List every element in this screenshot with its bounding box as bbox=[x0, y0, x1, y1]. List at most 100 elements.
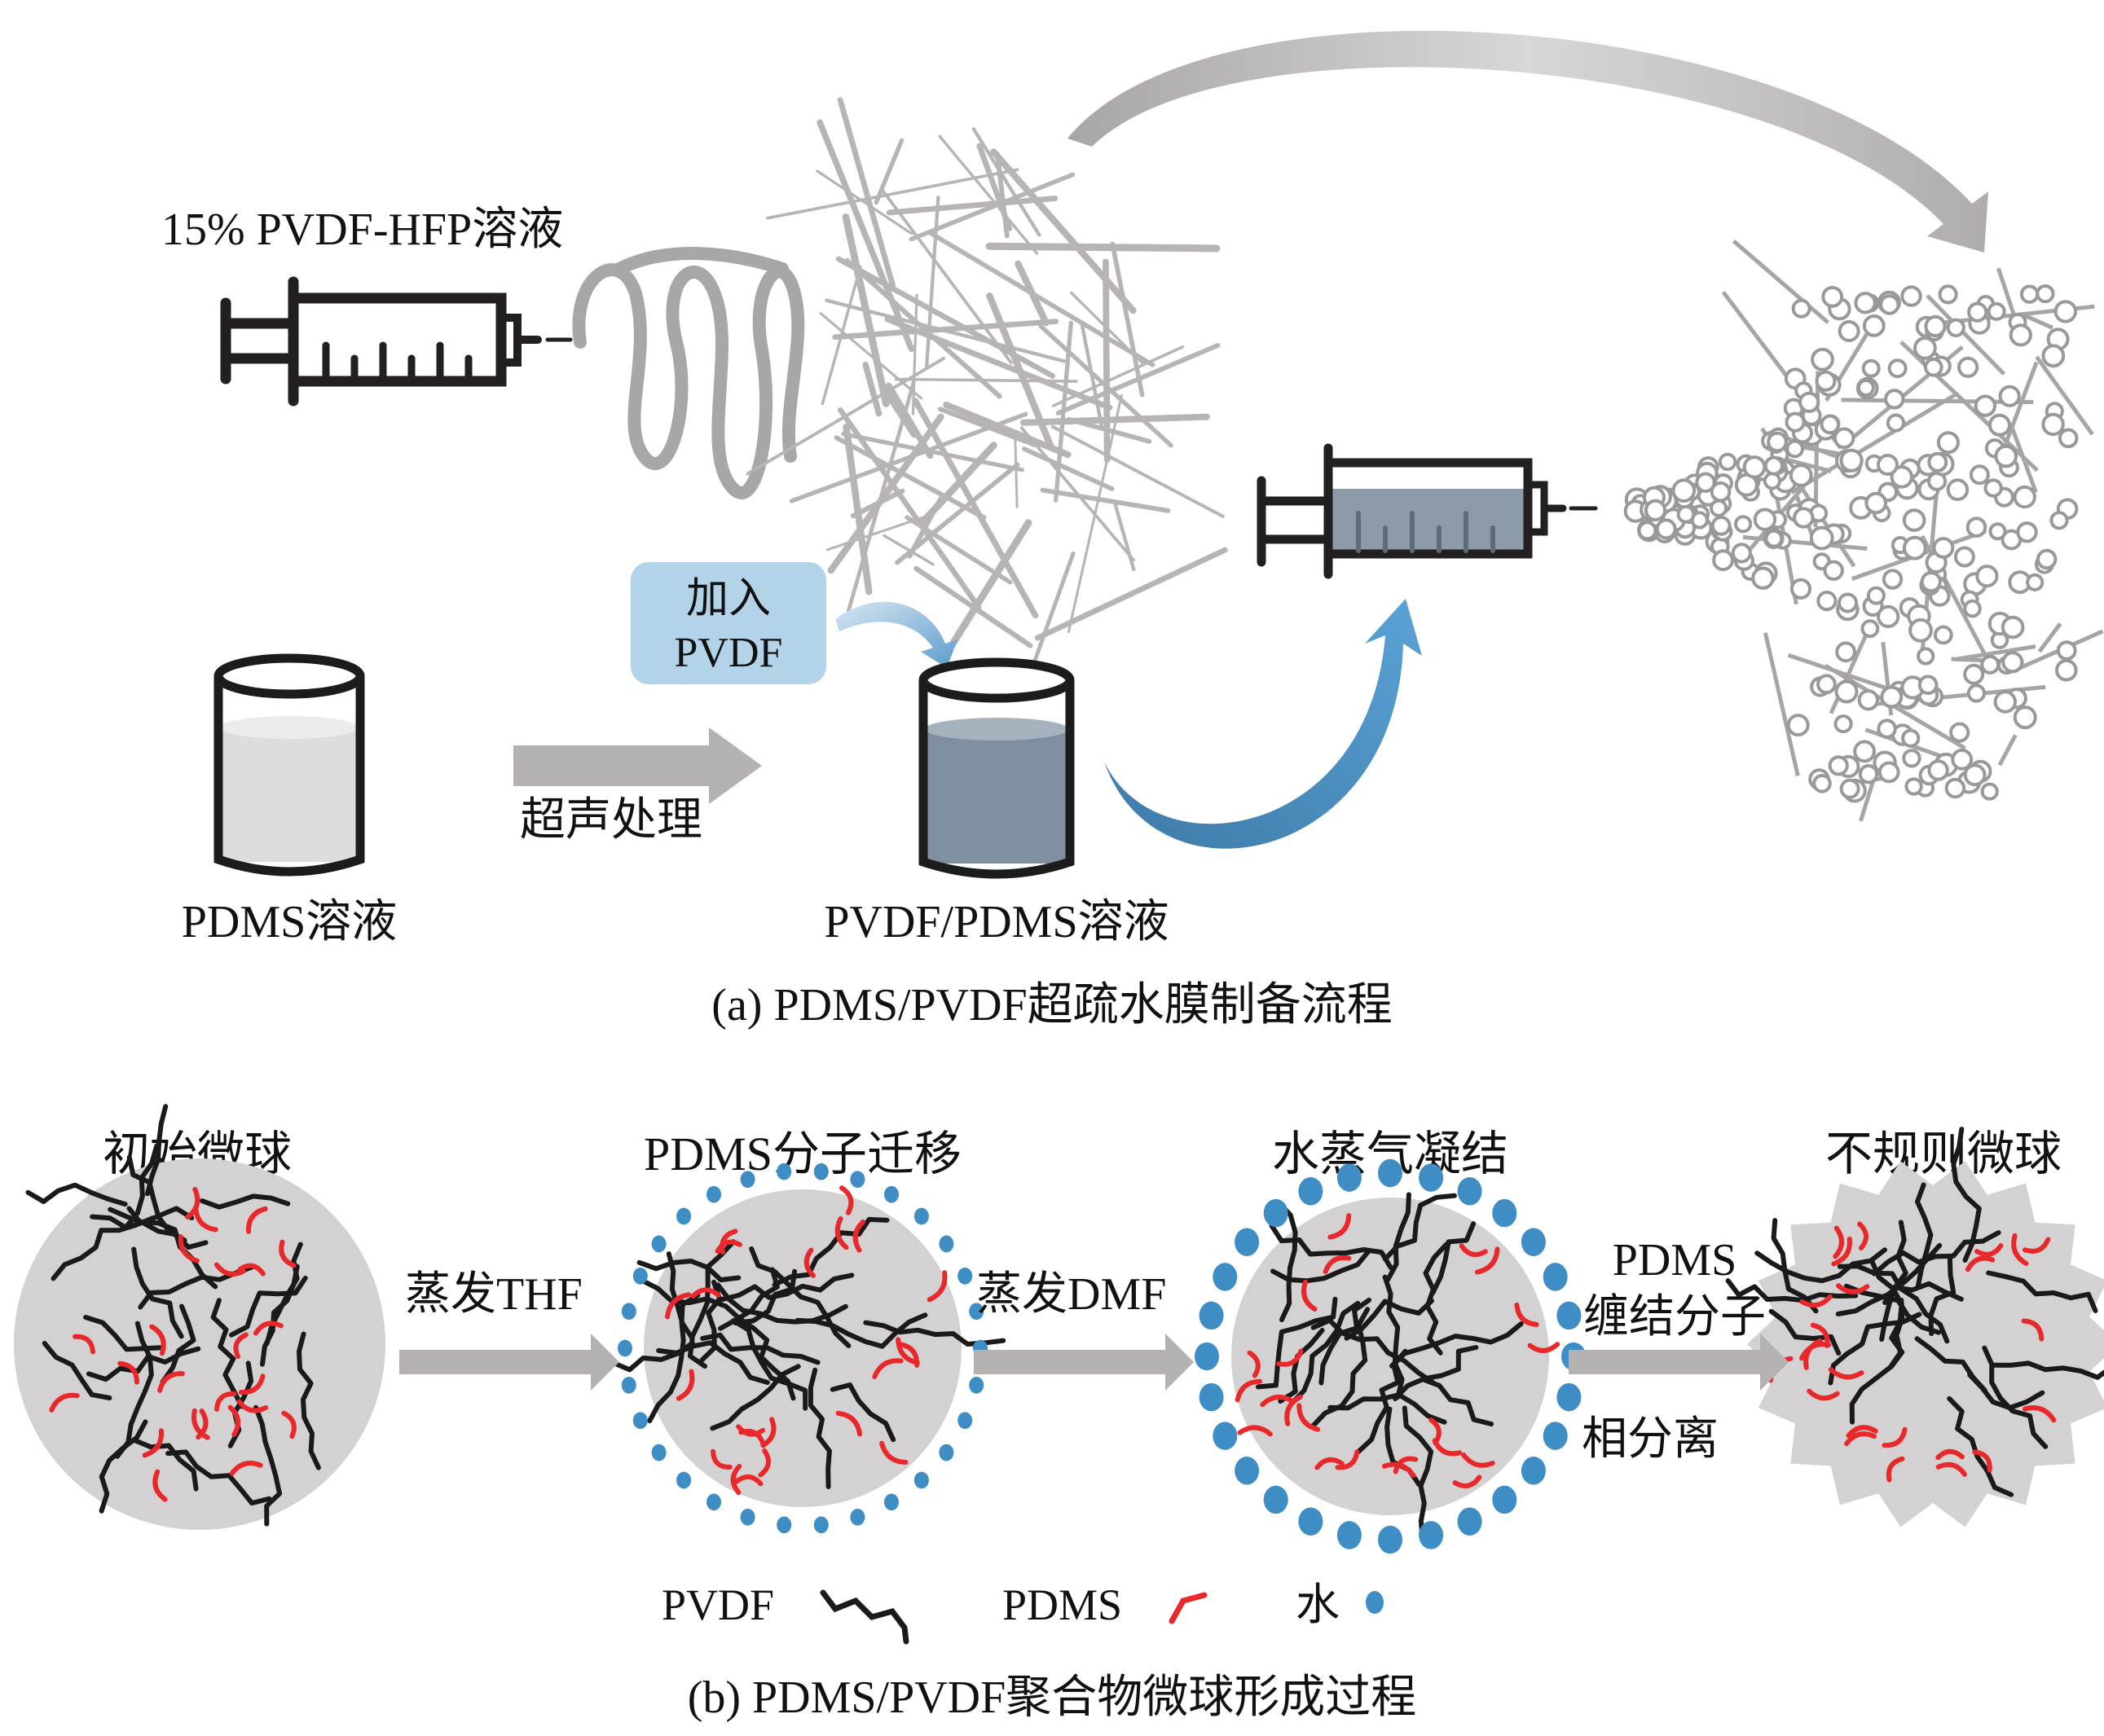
water-droplet bbox=[1235, 1457, 1260, 1485]
pdms-chain bbox=[117, 1360, 139, 1385]
add-pvdf-box: 加入 PVDF bbox=[631, 562, 826, 684]
stage-title-2: PDMS分子迁移 bbox=[644, 1127, 962, 1180]
arrow-label-pdms: PDMS bbox=[1613, 1235, 1737, 1286]
water-droplet bbox=[1195, 1342, 1219, 1371]
microsphere bbox=[1828, 755, 1849, 776]
pdms-chain bbox=[852, 1219, 866, 1253]
water-droplet bbox=[1556, 1382, 1582, 1412]
pdms-chain bbox=[213, 1262, 246, 1277]
water-droplet bbox=[969, 1303, 984, 1321]
pdms-chain bbox=[1935, 1461, 1967, 1477]
water-droplet bbox=[1298, 1177, 1323, 1206]
microsphere bbox=[1833, 427, 1855, 450]
microsphere bbox=[1975, 565, 1999, 588]
fiber-strand bbox=[918, 442, 997, 526]
initial-microsphere bbox=[14, 1104, 385, 1530]
water-droplet bbox=[1521, 1228, 1546, 1256]
microsphere bbox=[1821, 286, 1844, 308]
pvdf-chain bbox=[1393, 1345, 1479, 1402]
pvdf-chain bbox=[1947, 1395, 2014, 1497]
microsphere bbox=[2016, 521, 2038, 543]
water-droplet bbox=[1213, 1263, 1238, 1291]
pvdf-chain bbox=[1389, 1321, 1524, 1369]
pdms-chain bbox=[233, 1332, 249, 1360]
fiber-strand bbox=[789, 411, 1028, 503]
microsphere bbox=[1710, 499, 1728, 517]
microsphere bbox=[2009, 323, 2032, 347]
fiber-strand bbox=[2035, 355, 2094, 436]
pvdf-chain bbox=[1928, 1254, 1957, 1337]
microsphere bbox=[1998, 385, 2021, 407]
microsphere bbox=[1951, 748, 1974, 771]
pdms-chain bbox=[245, 1206, 268, 1234]
pdms-chain bbox=[1935, 1448, 1965, 1461]
water-droplet bbox=[1235, 1228, 1260, 1256]
fiber-strand bbox=[881, 385, 918, 438]
water-droplet bbox=[884, 1493, 899, 1511]
vapor-condensation-microsphere bbox=[1195, 1158, 1586, 1554]
pdms-chain bbox=[1886, 1456, 1905, 1483]
pvdf-chain bbox=[808, 1367, 832, 1489]
pdms-chain bbox=[872, 1358, 904, 1379]
microsphere bbox=[1838, 320, 1860, 342]
microsphere bbox=[2013, 485, 2036, 509]
water-droplet bbox=[1213, 1422, 1238, 1450]
beaker1-label: PDMS溶液 bbox=[182, 897, 398, 947]
microsphere bbox=[1864, 491, 1887, 515]
microsphere bbox=[1917, 647, 1935, 666]
fiber-strand bbox=[874, 138, 905, 205]
pdms-chain bbox=[1461, 1453, 1495, 1468]
fiber-strand bbox=[943, 401, 1072, 459]
microsphere bbox=[1879, 294, 1900, 315]
fiber-strand bbox=[842, 213, 890, 407]
fiber-strand bbox=[834, 435, 987, 521]
pvdf-chain bbox=[131, 1246, 184, 1339]
legend-label-water: 水 bbox=[1296, 1580, 1340, 1629]
pvdf-chain bbox=[90, 1214, 209, 1250]
pvdf-chain bbox=[636, 1259, 742, 1283]
microsphere bbox=[1731, 543, 1752, 564]
pdms-chain bbox=[803, 1247, 816, 1278]
pvdf-chain bbox=[1327, 1392, 1447, 1425]
pdms-chain bbox=[1836, 1283, 1870, 1294]
fiber-strand bbox=[911, 293, 918, 415]
pvdf-chain bbox=[772, 1216, 890, 1287]
fiber-strand bbox=[1103, 258, 1111, 463]
syringe-label: 15% PVDF-HFP溶液 bbox=[161, 204, 563, 255]
microsphere bbox=[1924, 358, 1943, 377]
water-droplet bbox=[1521, 1457, 1546, 1485]
pvdf-chain bbox=[1344, 1298, 1434, 1341]
microsphere bbox=[2019, 284, 2040, 304]
pdms-chain bbox=[1335, 1449, 1360, 1470]
microsphere bbox=[1949, 722, 1970, 743]
pvdf-chain bbox=[1768, 1308, 1842, 1356]
pvdf-chain bbox=[1869, 1258, 1905, 1369]
pdms-chain bbox=[49, 1392, 80, 1413]
microsphere bbox=[1946, 478, 1970, 502]
microsphere bbox=[1791, 298, 1811, 319]
water-droplet bbox=[1263, 1485, 1288, 1514]
pvdf-chain bbox=[1310, 1317, 1436, 1385]
fiber-strand bbox=[947, 519, 1032, 650]
legend-pvdf-chain-icon bbox=[820, 1589, 909, 1645]
legend-pdms-chain-icon bbox=[1169, 1592, 1208, 1624]
fiber-strand bbox=[938, 134, 1039, 255]
fiber-strand bbox=[909, 172, 1076, 242]
fiber-strand bbox=[884, 316, 1113, 411]
pvdf-chain bbox=[1275, 1199, 1298, 1322]
microsphere bbox=[1932, 537, 1955, 559]
water-droplet bbox=[1457, 1507, 1482, 1536]
fiber-strand bbox=[862, 361, 883, 417]
sonication-arrow-icon bbox=[513, 727, 762, 804]
evaporate-dmf-arrow-icon bbox=[974, 1334, 1194, 1391]
pdms-chain bbox=[758, 1448, 771, 1478]
microsphere bbox=[1944, 777, 1966, 799]
microsphere bbox=[1946, 318, 1965, 337]
fiber-strand bbox=[841, 432, 1025, 472]
pdms-chain bbox=[676, 1369, 695, 1401]
water-droplet bbox=[969, 1376, 984, 1394]
irregular-microsphere bbox=[1725, 1127, 2104, 1527]
microsphere bbox=[1823, 560, 1844, 581]
pvdf-chain bbox=[1879, 1220, 1908, 1342]
pdms-chain bbox=[1857, 1221, 1869, 1250]
